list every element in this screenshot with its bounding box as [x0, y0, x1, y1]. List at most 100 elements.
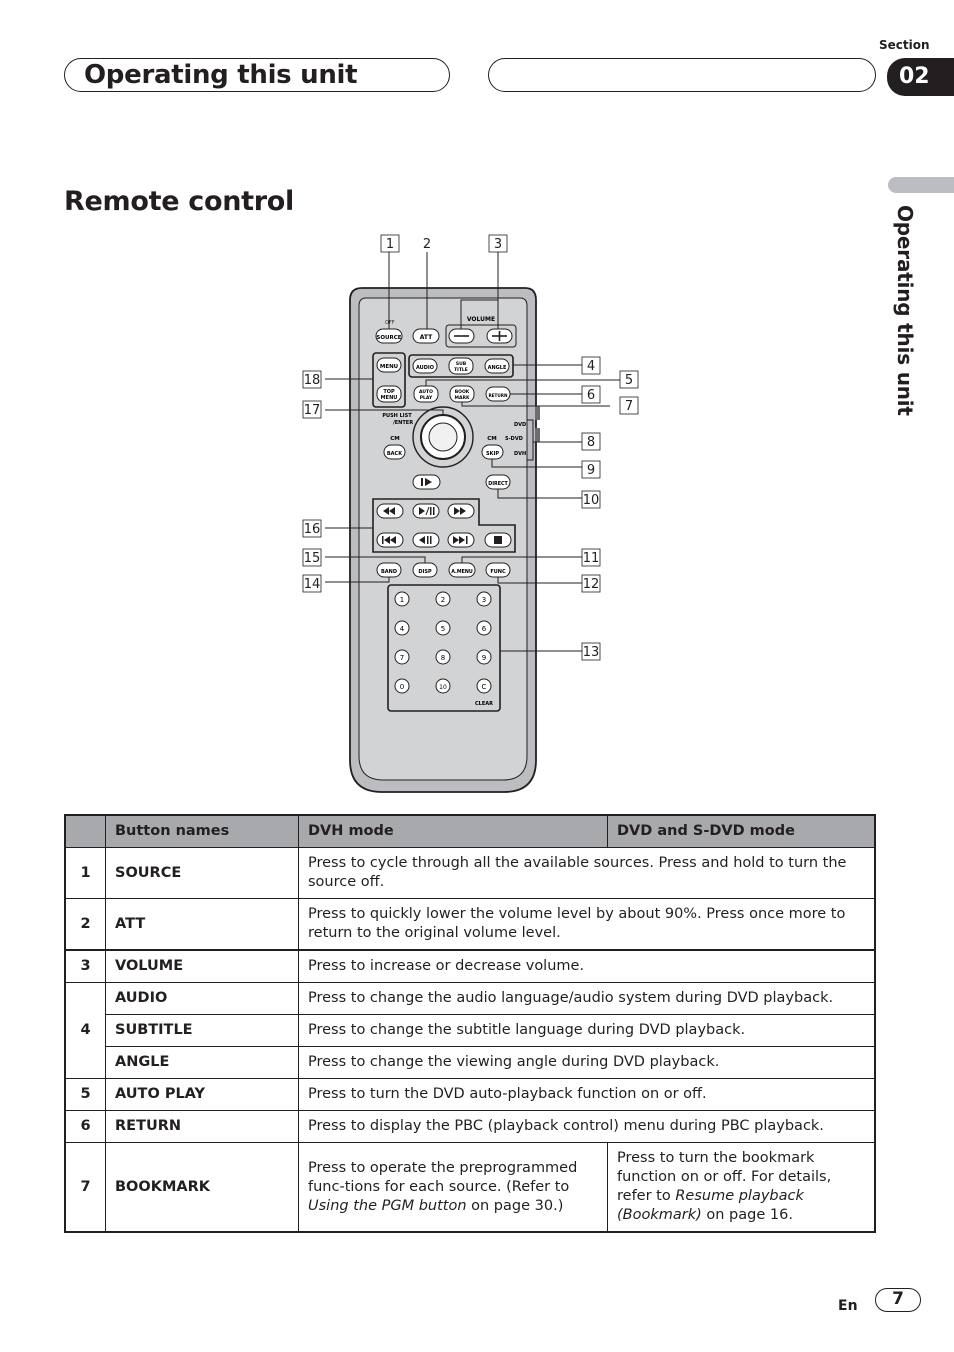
svg-text:4: 4	[400, 625, 405, 633]
svg-text:10: 10	[583, 493, 600, 508]
svg-text:5: 5	[625, 373, 633, 388]
svg-text:3: 3	[494, 237, 502, 252]
header-blank-frame	[488, 58, 876, 92]
push-list-label-2: /ENTER	[393, 420, 413, 426]
row-dvh-description: Press to operate the preprogrammed func-…	[298, 1142, 608, 1233]
volume-label: VOLUME	[467, 316, 495, 323]
table-row: 5 AUTO PLAY Press to turn the DVD auto-p…	[64, 1078, 876, 1111]
row-button-name: AUTO PLAY	[105, 1078, 299, 1111]
push-list-label-1: PUSH LIST	[382, 413, 412, 419]
dvh-reference: Using the PGM button	[308, 1197, 467, 1214]
svg-text:11: 11	[583, 551, 600, 566]
func-button-label: FUNC	[490, 569, 506, 575]
svg-text:0: 0	[400, 683, 404, 691]
row-button-name: SUBTITLE	[105, 1014, 299, 1047]
svg-text:6: 6	[587, 388, 595, 403]
row-number: 6	[64, 1110, 106, 1143]
row-description: Press to display the PBC (playback contr…	[298, 1110, 876, 1143]
direct-button-label: DIRECT	[488, 481, 508, 487]
language-label: En	[838, 1298, 858, 1314]
angle-button[interactable]	[484, 358, 510, 374]
row-description: Press to change the viewing angle during…	[298, 1046, 876, 1079]
svg-text:8: 8	[441, 654, 445, 662]
table-header-row: Button names DVH mode DVD and S-DVD mode	[64, 814, 876, 848]
back-button[interactable]	[383, 444, 406, 460]
svg-text:14: 14	[304, 577, 321, 592]
cm-left-label: CM	[390, 436, 400, 442]
dvd-page-ref: on page 16.	[701, 1207, 793, 1223]
menu-button[interactable]	[376, 357, 402, 373]
audio-button-label: AUDIO	[416, 365, 434, 371]
svg-text:6: 6	[482, 625, 487, 633]
row-button-name: VOLUME	[105, 949, 299, 983]
row-description: Press to quickly lower the volume level …	[298, 898, 876, 951]
row-number: 5	[64, 1078, 106, 1111]
table-header-button-names: Button names	[105, 814, 299, 848]
top-menu-button[interactable]	[376, 385, 402, 403]
cm-right-label: CM	[487, 436, 497, 442]
svg-text:9: 9	[587, 463, 595, 478]
row-button-name: ATT	[105, 898, 299, 951]
audio-button[interactable]	[412, 358, 438, 374]
row-button-name: SOURCE	[105, 847, 299, 899]
att-button[interactable]	[412, 328, 440, 344]
play-pause-button[interactable]	[412, 503, 440, 519]
svg-text:7: 7	[400, 654, 404, 662]
row-number: 7	[64, 1142, 106, 1233]
top-menu-label-2: MENU	[381, 395, 398, 401]
table-row: 7 BOOKMARK Press to operate the preprogr…	[64, 1142, 876, 1233]
row-description: Press to change the audio language/audio…	[298, 982, 876, 1015]
table-row: 4 AUDIO Press to change the audio langua…	[64, 982, 876, 1079]
off-label: OFF	[385, 320, 395, 326]
side-tab-label: Operating this unit	[893, 205, 917, 416]
dvd-mode-label: DVD	[514, 422, 526, 428]
step-back-button[interactable]	[412, 532, 440, 548]
section-number-badge: 02	[887, 58, 954, 96]
disp-button-label: DISP	[418, 569, 432, 575]
svg-text:17: 17	[304, 403, 321, 418]
remote-control-illustration: OFF SOURCE ATT VOLUME MENU TOP MENU AUDI…	[302, 234, 639, 793]
section-heading: Remote control	[64, 186, 295, 217]
svg-text:5: 5	[441, 625, 445, 633]
subtitle-label-1: SUB	[456, 361, 467, 367]
table-row: ANGLE Press to change the viewing angle …	[65, 1046, 876, 1079]
band-button-label: BAND	[381, 569, 397, 575]
svg-text:7: 7	[625, 399, 633, 414]
svg-text:2: 2	[441, 596, 445, 604]
menu-button-label: MENU	[380, 364, 398, 370]
header-title-frame	[64, 58, 450, 92]
svg-text:1: 1	[386, 237, 394, 252]
svg-text:2: 2	[423, 237, 431, 252]
table-row: 2 ATT Press to quickly lower the volume …	[64, 898, 876, 951]
sdvd-mode-label: S-DVD	[505, 436, 523, 442]
subtitle-label-2: TITLE	[454, 367, 468, 373]
section-label: Section	[879, 38, 930, 52]
table-row: SUBTITLE Press to change the subtitle la…	[65, 1014, 876, 1047]
bookmark-label-1: BOOK	[455, 389, 470, 395]
source-button-label: SOURCE	[376, 335, 401, 341]
svg-text:12: 12	[583, 577, 600, 592]
skip-button-label: SKIP	[486, 451, 499, 457]
svg-text:C: C	[482, 683, 487, 691]
table-header-dvh-mode: DVH mode	[298, 814, 608, 848]
svg-text:1: 1	[400, 596, 404, 604]
svg-text:3: 3	[482, 596, 486, 604]
table-header-dvd-mode: DVD and S-DVD mode	[607, 814, 876, 848]
subtitle-button[interactable]	[448, 357, 474, 375]
table-header-num	[64, 814, 106, 848]
svg-text:13: 13	[583, 645, 600, 660]
row-number: 3	[64, 949, 106, 983]
table-row: 1 SOURCE Press to cycle through all the …	[64, 847, 876, 899]
dvh-text: Press to operate the preprogrammed func-…	[308, 1159, 578, 1195]
dvd-text: Press to turn the bookmark function on o…	[617, 1150, 832, 1204]
svg-text:16: 16	[304, 522, 321, 537]
top-menu-label-1: TOP	[383, 389, 395, 395]
auto-play-label-1: AUTO	[419, 389, 433, 395]
button-functions-table: Button names DVH mode DVD and S-DVD mode…	[64, 814, 876, 1233]
page-title: Operating this unit	[84, 60, 358, 90]
svg-text:18: 18	[304, 373, 321, 388]
auto-play-label-2: PLAY	[420, 395, 433, 401]
row-description: Press to turn the DVD auto-playback func…	[298, 1078, 876, 1111]
svg-text:10: 10	[439, 684, 447, 691]
numeric-keypad[interactable]: 1 2 3 4 5 6 7 8 9 0 10 C	[394, 591, 492, 694]
